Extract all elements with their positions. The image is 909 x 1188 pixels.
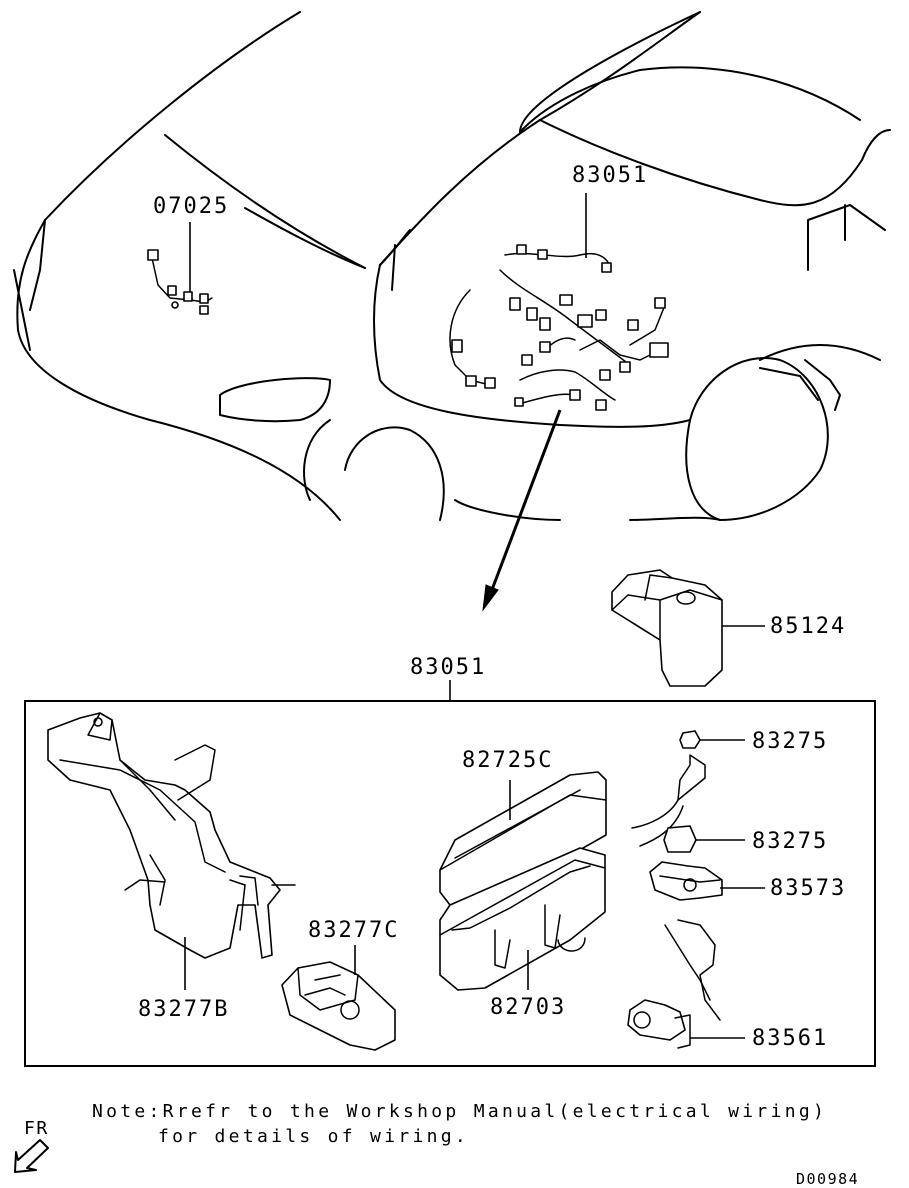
label-83275-lower: 83275 (752, 829, 829, 854)
fusible-link-part (649, 861, 765, 901)
label-83277b: 83277B (138, 997, 230, 1022)
front-direction-arrow-icon (14, 1139, 49, 1173)
battery-terminal-part (627, 919, 745, 1049)
label-07025: 07025 (153, 194, 230, 219)
note-line-2: for details of wiring. (158, 1126, 470, 1147)
relay-box-bracket-part (47, 712, 296, 990)
label-83573: 83573 (770, 876, 847, 901)
fuse-box-cover-part (439, 771, 607, 913)
label-83275-upper: 83275 (752, 729, 829, 754)
terminal-nut-part (631, 730, 745, 853)
relay-bracket-small-part (281, 945, 396, 1051)
battery-cover-part (611, 569, 765, 687)
left-vehicle-outline (13, 11, 445, 521)
left-harness-icon (147, 222, 213, 315)
main-harness-icon (449, 193, 669, 411)
label-83277c: 83277C (308, 918, 400, 943)
right-vehicle-outline (373, 11, 891, 521)
label-83561: 83561 (752, 1026, 829, 1051)
drawing-id: D00984 (796, 1170, 860, 1188)
fr-label: FR (24, 1118, 49, 1139)
label-82725c: 82725C (462, 748, 554, 773)
label-83051-harness: 83051 (572, 163, 649, 188)
label-83051-kit: 83051 (410, 655, 487, 680)
relay-box-part (439, 847, 606, 991)
note-line-1: Note:Rrefr to the Workshop Manual(electr… (92, 1101, 828, 1122)
detail-pointer-arrow (482, 409, 562, 612)
label-85124: 85124 (770, 614, 847, 639)
label-82703: 82703 (490, 995, 567, 1020)
